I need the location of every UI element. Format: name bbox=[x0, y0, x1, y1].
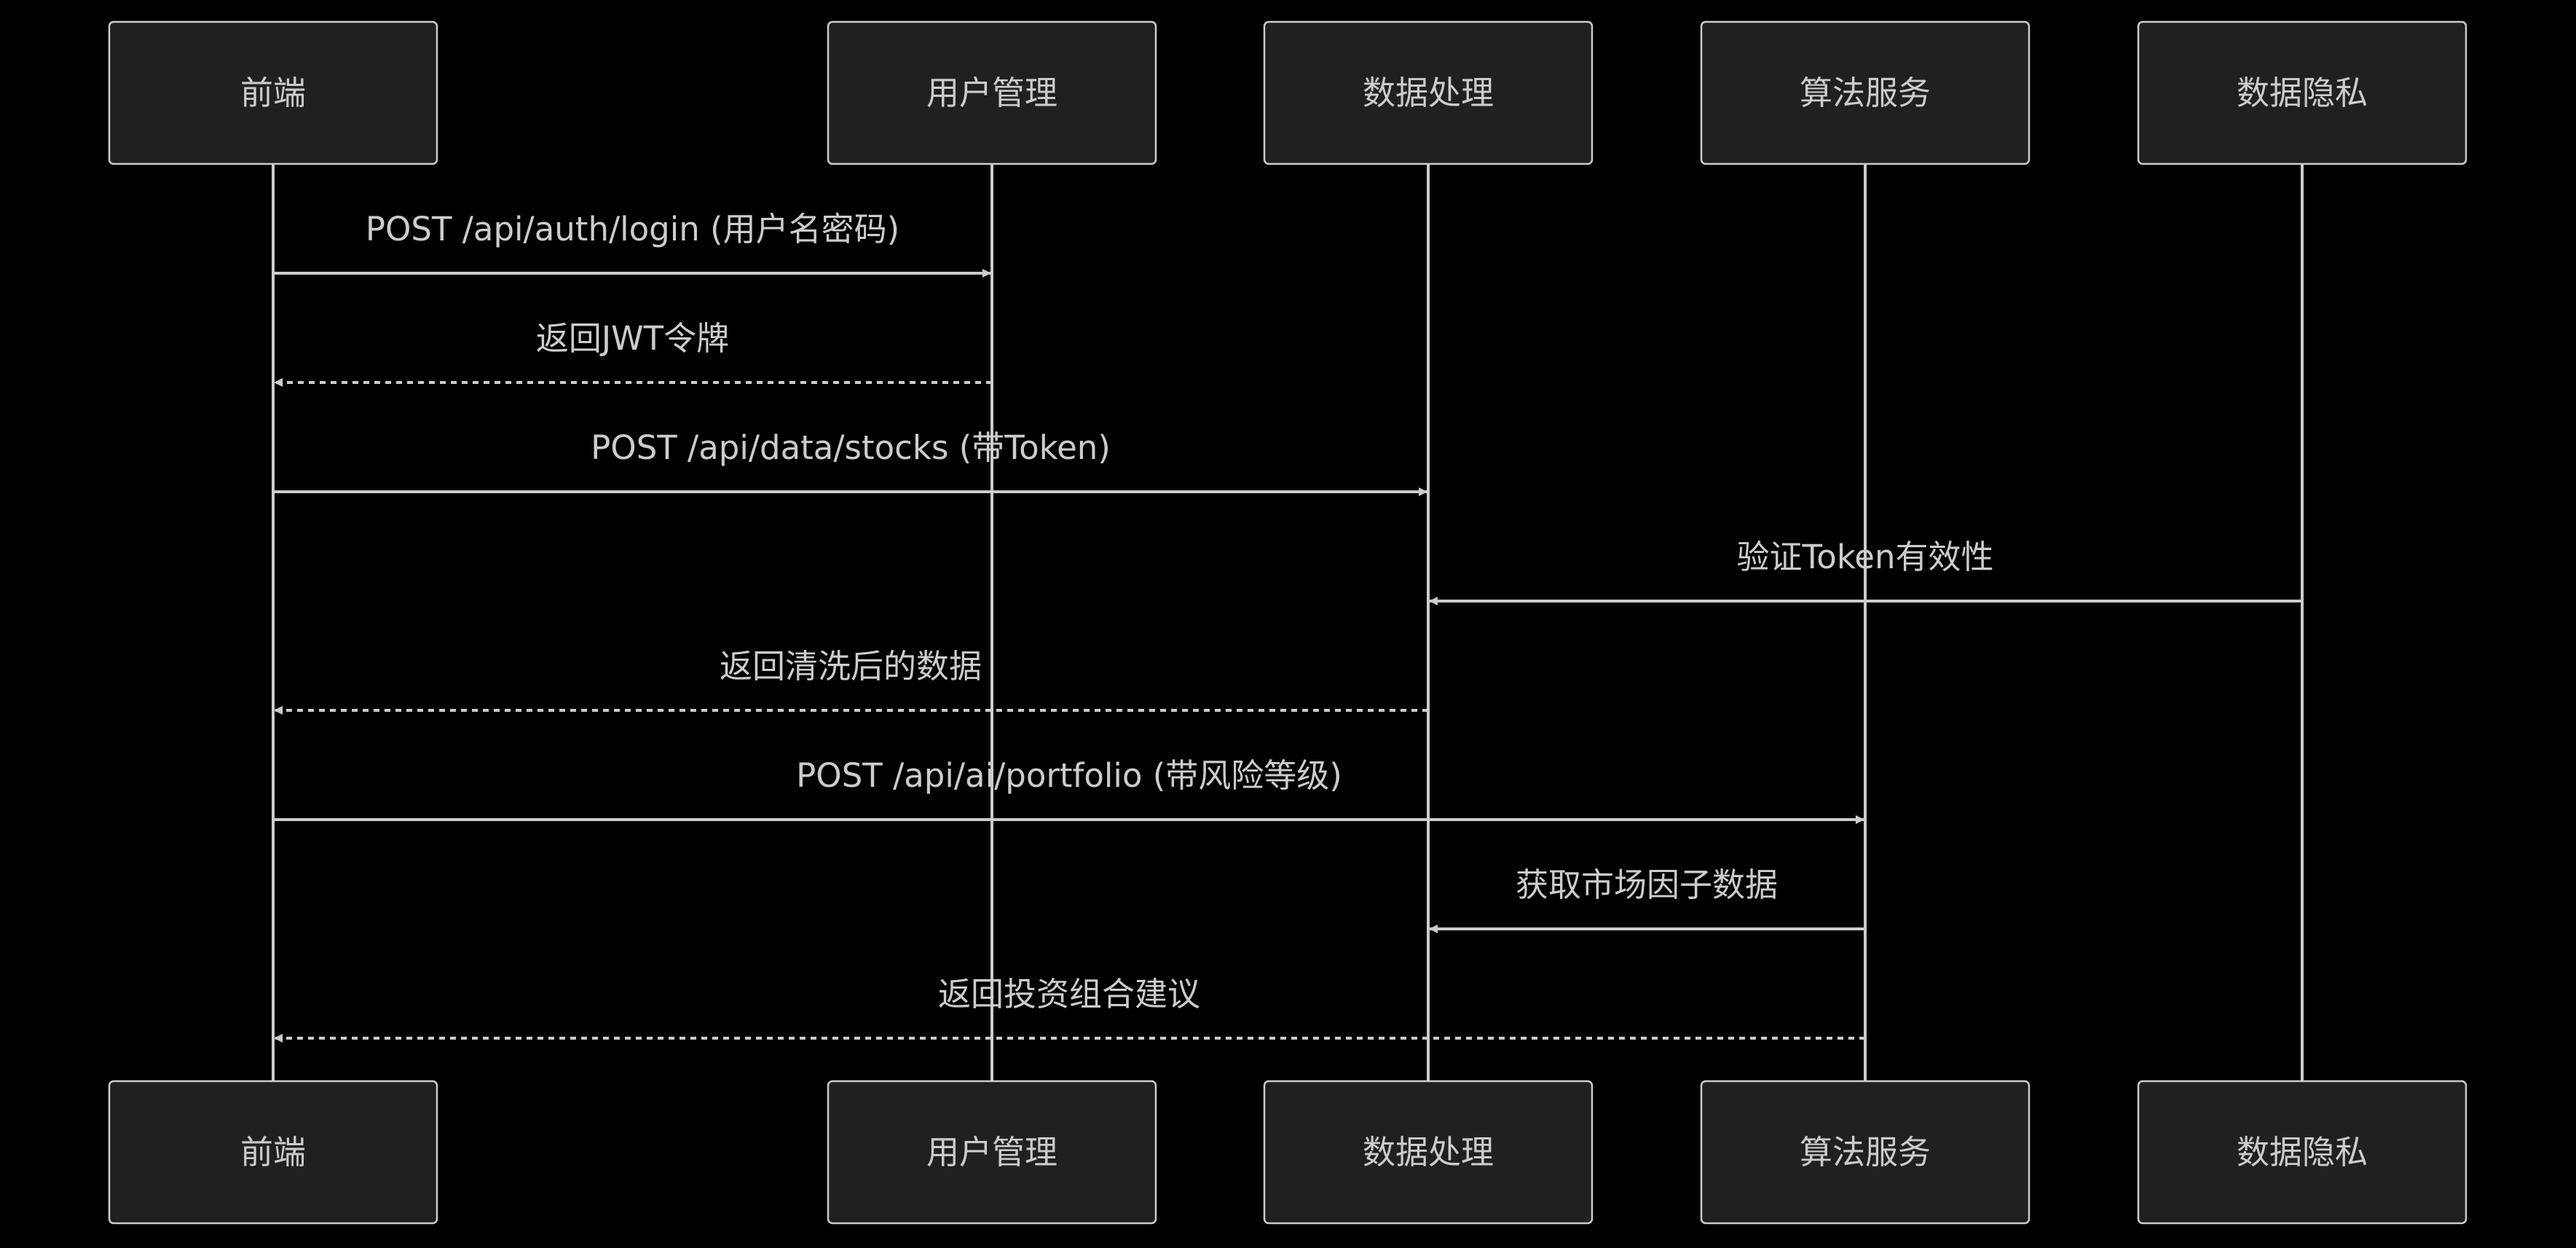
message-label: 返回投资组合建议 bbox=[938, 975, 1200, 1013]
actor-label: 用户管理 bbox=[926, 74, 1057, 112]
message-1: POST /api/auth/login (用户名密码) bbox=[273, 210, 991, 278]
actor-box bbox=[1700, 20, 2031, 165]
message-2: 返回JWT令牌 bbox=[274, 319, 992, 387]
actor-data_proc-top: 数据处理 bbox=[1263, 20, 1594, 165]
message-label: 获取市场因子数据 bbox=[1516, 866, 1778, 904]
actor-privacy-top: 数据隐私 bbox=[2137, 20, 2467, 165]
actor-box bbox=[108, 1080, 438, 1225]
actor-label: 算法服务 bbox=[1800, 1133, 1931, 1172]
actor-frontend-top: 前端 bbox=[108, 20, 438, 165]
actor-box bbox=[108, 20, 438, 165]
actor-data_proc-bottom: 数据处理 bbox=[1263, 1080, 1594, 1225]
message-label: 返回JWT令牌 bbox=[536, 319, 729, 358]
message-8: 返回投资组合建议 bbox=[274, 975, 1865, 1043]
actor-label: 数据处理 bbox=[1363, 74, 1494, 112]
actor-algo-bottom: 算法服务 bbox=[1700, 1080, 2031, 1225]
actor-privacy-bottom: 数据隐私 bbox=[2137, 1080, 2467, 1225]
actor-label: 数据隐私 bbox=[2237, 74, 2368, 112]
message-label: 返回清洗后的数据 bbox=[720, 647, 982, 686]
actor-label: 算法服务 bbox=[1800, 74, 1931, 112]
actor-label: 前端 bbox=[240, 1133, 306, 1172]
actor-box bbox=[1700, 1080, 2031, 1225]
actor-box bbox=[827, 1080, 1157, 1225]
actor-box bbox=[827, 20, 1157, 165]
actor-user_mgmt-top: 用户管理 bbox=[827, 20, 1157, 165]
message-4: 验证Token有效性 bbox=[1429, 538, 2302, 605]
message-5: 返回清洗后的数据 bbox=[274, 647, 1428, 715]
message-label: POST /api/data/stocks (带Token) bbox=[591, 428, 1111, 467]
actor-label: 前端 bbox=[240, 74, 306, 112]
message-label: POST /api/ai/portfolio (带风险等级) bbox=[796, 756, 1342, 795]
message-7: 获取市场因子数据 bbox=[1429, 866, 1865, 933]
message-6: POST /api/ai/portfolio (带风险等级) bbox=[273, 756, 1864, 824]
actor-label: 用户管理 bbox=[926, 1133, 1057, 1172]
actor-label: 数据隐私 bbox=[2237, 1133, 2368, 1172]
message-label: POST /api/auth/login (用户名密码) bbox=[366, 210, 899, 248]
actor-box bbox=[1263, 1080, 1594, 1225]
actor-algo-top: 算法服务 bbox=[1700, 20, 2031, 165]
message-3: POST /api/data/stocks (带Token) bbox=[273, 428, 1427, 496]
actor-box bbox=[2137, 1080, 2467, 1225]
actor-box bbox=[1263, 20, 1594, 165]
actor-label: 数据处理 bbox=[1363, 1133, 1494, 1172]
actor-user_mgmt-bottom: 用户管理 bbox=[827, 1080, 1157, 1225]
message-label: 验证Token有效性 bbox=[1736, 538, 1993, 576]
actor-box bbox=[2137, 20, 2467, 165]
actor-frontend-bottom: 前端 bbox=[108, 1080, 438, 1225]
